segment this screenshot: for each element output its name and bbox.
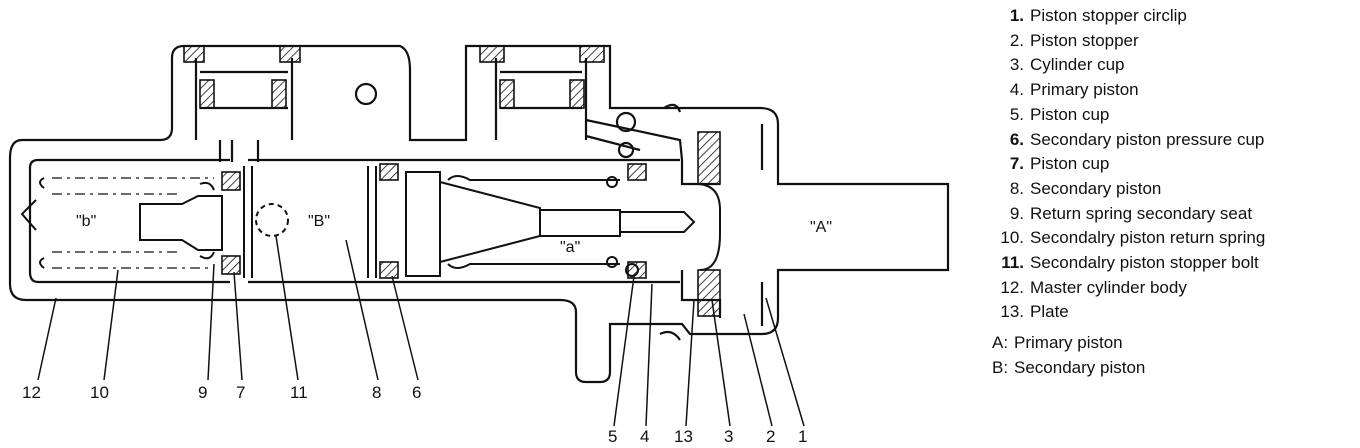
legend-letter-label: Primary piston — [1014, 333, 1123, 353]
legend-letter-item: B:Secondary piston — [980, 356, 1356, 381]
callout-3: 3 — [724, 427, 733, 446]
legend-item-label: Secondary piston — [1030, 178, 1162, 198]
legend-item: 8. Secondary piston — [980, 177, 1356, 202]
callout-7: 7 — [236, 383, 245, 402]
legend-item-number: 5. — [1009, 104, 1024, 124]
callout-5: 5 — [608, 427, 617, 446]
legend-item-label: Piston cup — [1030, 154, 1110, 174]
legend-item-number: 6. — [1009, 129, 1024, 149]
legend-item-label: Secondalry piston return spring — [1030, 228, 1266, 248]
callout-11: 11 — [290, 383, 308, 402]
parts-legend: 1. Piston stopper circlip 2. Piston stopper… — [980, 4, 1356, 381]
legend-item-number: 10. — [1000, 228, 1024, 248]
legend-item: 3. Cylinder cup — [980, 53, 1356, 78]
callout-13: 13 — [674, 427, 693, 446]
callout-4: 4 — [640, 427, 649, 446]
region-labels: "b" "B" "a" "A" — [76, 213, 832, 256]
legend-item-number: 8. — [1009, 178, 1024, 198]
legend-item: 5. Piston cup — [980, 103, 1356, 128]
legend-item-number: 11. — [1001, 253, 1024, 273]
legend-item: 2. Piston stopper — [980, 29, 1356, 54]
callout-2: 2 — [766, 427, 775, 446]
region-label-a: "a" — [560, 239, 580, 256]
legend-item-label: Plate — [1030, 302, 1069, 322]
legend-item-label: Return spring secondary seat — [1030, 203, 1253, 223]
legend-item-label: Piston stopper circlip — [1030, 6, 1187, 25]
legend-item: 12. Master cylinder body — [980, 276, 1356, 301]
legend-item: 4. Primary piston — [980, 78, 1356, 103]
hatched-seals — [183, 45, 721, 317]
callout-12: 12 — [22, 383, 41, 402]
legend-item-label: Piston cup — [1030, 104, 1110, 124]
legend-item: 6. Secondary piston pressure cup — [980, 128, 1356, 153]
callout-9: 9 — [198, 383, 207, 402]
legend-item: 9. Return spring secondary seat — [980, 202, 1356, 227]
callout-6: 6 — [412, 383, 421, 402]
legend-item-label: Master cylinder body — [1030, 277, 1187, 297]
region-label-b: "b" — [76, 213, 96, 230]
parts-list: 1. Piston stopper circlip 2. Piston stopper… — [980, 4, 1356, 325]
legend-item: 7. Piston cup — [980, 152, 1356, 177]
legend-item-label: Cylinder cup — [1030, 55, 1125, 75]
legend-item-label: Primary piston — [1030, 80, 1139, 100]
legend-item-number: 1. — [1009, 6, 1024, 25]
legend-item: 11. Secondalry piston stopper bolt — [980, 251, 1356, 276]
legend-item-number: 4. — [1009, 80, 1024, 100]
legend-item-number: 9. — [1009, 203, 1024, 223]
callout-8: 8 — [372, 383, 381, 402]
primary-piston — [405, 171, 721, 277]
legend-item-number: 13. — [1000, 302, 1024, 322]
legend-item-label: Piston stopper — [1030, 30, 1139, 50]
callout-1: 1 — [798, 427, 807, 446]
leader-lines — [37, 235, 805, 427]
legend-item-label: Secondary piston pressure cup — [1030, 129, 1265, 149]
callout-10: 10 — [90, 383, 109, 402]
legend-letter-label: Secondary piston — [1014, 357, 1146, 377]
legend-item-label: Secondalry piston stopper bolt — [1030, 253, 1259, 273]
legend-item-number: 2. — [1009, 30, 1024, 50]
legend-item: 1. Piston stopper circlip — [980, 4, 1356, 29]
legend-item: 10. Secondalry piston return spring — [980, 226, 1356, 251]
legend-letter-key: B: — [992, 357, 1009, 377]
legend-letter-item: A:Primary piston — [980, 331, 1356, 356]
legend-item: 13. Plate — [980, 300, 1356, 325]
legend-item-number: 3. — [1009, 55, 1024, 75]
cylinder-body — [8, 44, 950, 384]
region-label-A: "A" — [810, 219, 832, 236]
secondary-piston — [39, 166, 377, 278]
part-callouts: 12 10 9 7 11 8 6 5 4 13 3 2 1 — [22, 383, 807, 446]
region-label-B: "B" — [308, 213, 330, 230]
legend-letter-key: A: — [992, 333, 1009, 353]
legend-item-number: 7. — [1009, 154, 1024, 174]
legend-item-number: 12. — [1000, 277, 1024, 297]
